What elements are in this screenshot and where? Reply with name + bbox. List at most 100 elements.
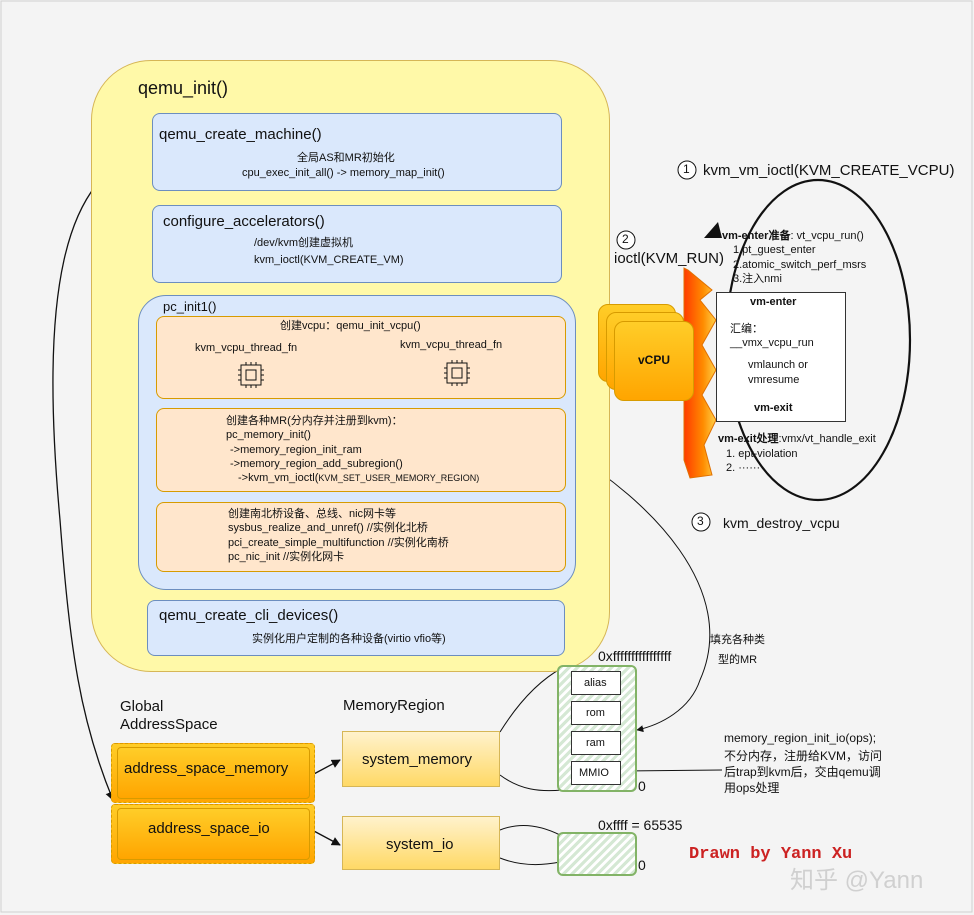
mr-line5-small: KVM_SET_USER_MEMORY_REGION) [318,473,480,483]
asm-exit: vm-exit [754,402,793,414]
system-io-text: system_io [386,836,454,853]
zero-io: 0 [638,857,646,873]
create-machine-box [152,113,562,191]
asm-label: 汇编： [730,323,763,335]
vcpu-thread-left: kvm_vcpu_thread_fn [195,342,298,354]
line-system-memory-bottom [499,774,563,792]
vm-enter-prep-item: 3.注入nmi [733,273,782,285]
configure-accel-box [152,205,562,283]
step3-num: 3 [697,514,704,528]
subregion-alias-text: alias [584,677,607,689]
step2-text: ioctl(KVM_RUN) [614,250,725,267]
arrow-as-memory-to-system-memory [311,759,341,776]
line-system-io-top [499,825,561,836]
asm-l1: vmlaunch or [748,359,808,371]
vm-enter-prep-item: 1.pt_guest_enter [733,244,816,256]
cli-devices-line1: 实例化用户定制的各种设备(virtio vfio等) [252,633,446,645]
as-memory-text: address_space_memory [124,760,289,777]
zero-memory: 0 [638,778,646,794]
loop-arrowhead [704,222,722,238]
step1-circle [677,160,697,180]
zhihu-watermark: 知乎 @Yann [790,867,924,894]
devices-line2: sysbus_realize_and_unref() //实例化北桥 [228,522,428,534]
configure-accel-title: configure_accelerators() [163,213,325,230]
vm-enter-prep-item: 2.atomic_switch_perf_msrs [733,259,867,271]
vm-exit-item: 1. ept-violation [726,448,798,460]
pc-init1-title: pc_init1() [163,299,217,314]
mr-line5-main: ->kvm_vm_ioctl( [238,472,319,484]
create-machine-line2: cpu_exec_init_all() -> memory_map_init() [242,167,445,179]
devices-line4: pc_nic_init //实例化网卡 [228,551,345,563]
arrow-mmio-note [627,767,723,775]
asm-func: __vmx_vcpu_run [730,337,814,349]
vcpu-block [614,321,694,401]
system-io-box [342,816,500,870]
line-system-io-bottom [499,857,561,866]
vm-exit-heading: vm-exit处理:vmx/vt_handle_exit [718,432,876,446]
subregion-mmio-text: MMIO [579,767,609,779]
subregion-ram [571,731,621,755]
vcpu-thread-right: kvm_vcpu_thread_fn [400,339,503,351]
flame-shape [683,267,717,479]
arrow-fill-mr [565,449,711,733]
cli-devices-box [147,600,565,656]
subregion-alias [571,671,621,695]
top-address: 0xffffffffffffffff [598,648,672,664]
configure-accel-line1: /dev/kvm创建虚拟机 [254,237,354,249]
mr-line2: pc_memory_init() [226,429,311,441]
as-io-text: address_space_io [148,820,270,837]
mmio-note-line: memory_region_init_io(ops); [724,731,877,745]
as-memory-inner [117,747,310,799]
io-region-column [557,832,637,876]
mr-line1: 创建各种MR(分内存并注册到kvm)： [226,415,403,427]
line-system-memory-top [499,667,563,733]
vm-exit-rest: :vmx/vt_handle_exit [778,433,876,445]
vm-enter-prep-rest: : vt_vcpu_run() [790,230,864,242]
vcpu-create-box [156,316,566,399]
system-memory-text: system_memory [362,751,473,768]
devices-box [156,502,566,572]
vm-exit-bold: vm-exit处理 [718,433,779,445]
asm-title: vm-enter [750,296,797,308]
subregion-rom-text: rom [586,707,605,719]
global-as-label-2: AddressSpace [120,716,218,733]
arrow-create-machine-to-as [52,149,153,801]
qemu-init-title: qemu_init() [138,78,229,98]
step1-num: 1 [683,162,690,176]
step3-text: kvm_destroy_vcpu [723,515,840,531]
cli-devices-title: qemu_create_cli_devices() [159,607,339,624]
fill-mr-label-2: 型的MR [718,654,758,666]
vm-exit-item: 2. ······ [726,462,761,474]
vm-enter-prep-bold: vm-enter准备 [722,230,791,242]
subregion-rom [571,701,621,725]
step3-circle [691,512,711,532]
configure-accel-line2: kvm_ioctl(KVM_CREATE_VM) [254,254,404,266]
mmio-note-line: 不分内存，注册给KVM，访问 [724,749,883,763]
vm-enter-prep-heading: vm-enter准备: vt_vcpu_run() [722,229,864,243]
mmio-note-line: 后trap到kvm后，交由qemu调 [724,765,881,779]
arrow-as-io-to-system-io [311,829,341,846]
mr-line3: ->memory_region_init_ram [230,444,362,456]
devices-line3: pci_create_simple_multifunction //实例化南桥 [228,537,449,549]
mmio-note-line: 用ops处理 [724,781,780,795]
global-as-label-1: Global [120,698,164,715]
step1-text: kvm_vm_ioctl(KVM_CREATE_VCPU) [703,162,955,179]
subregion-ram-text: ram [586,737,605,749]
devices-line1: 创建南北桥设备、总线、nic网卡等 [228,508,397,520]
as-io-inner [117,808,310,860]
create-machine-title: qemu_create_machine() [159,126,322,143]
step2-circle [616,230,636,250]
vcpu-create-title: 创建vcpu：qemu_init_vcpu() [280,320,421,332]
drawn-by-signature: Drawn by Yann Xu [689,845,853,864]
mr-create-box [156,408,566,492]
asm-l2: vmresume [748,374,800,386]
fill-mr-label-1: 填充各种类 [710,634,765,646]
mr-line4: ->memory_region_add_subregion() [230,458,403,470]
step2-num: 2 [622,232,629,246]
io-top-address: 0xffff = 65535 [598,817,683,833]
subregion-mmio [571,761,621,785]
asm-box [716,292,846,422]
vcpu-label: vCPU [638,353,671,367]
memory-region-label: MemoryRegion [343,697,445,714]
